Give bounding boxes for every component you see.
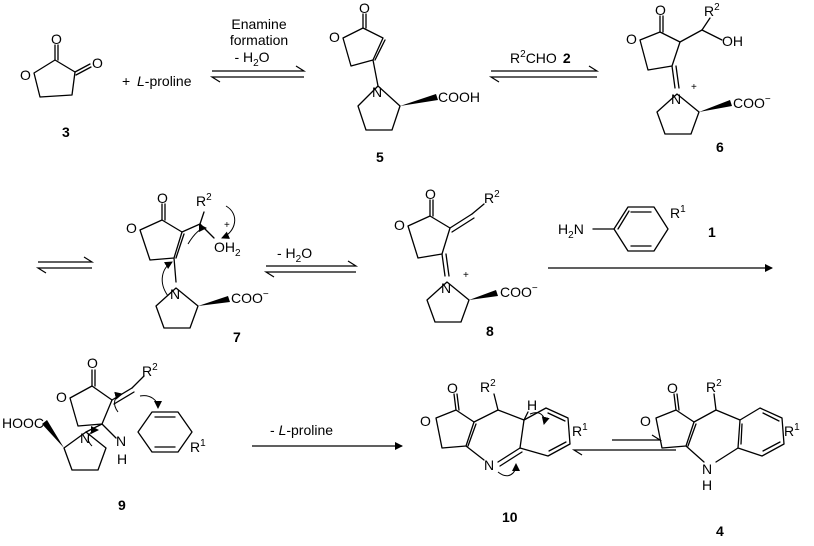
- charge-plus: +: [463, 270, 469, 281]
- group-cooh: COOH: [438, 89, 480, 105]
- step-label: - H2O: [277, 245, 312, 265]
- compound-label-9: 9: [118, 497, 126, 513]
- compound-7: O O R2 + OH2 N COO− 7: [126, 190, 269, 345]
- compound-5: O O N COOH 5: [329, 0, 480, 165]
- atom-o: O: [329, 29, 340, 45]
- atom-o: O: [640, 413, 651, 429]
- atom-o: O: [447, 380, 458, 396]
- atom-o: O: [87, 355, 98, 371]
- atom-n: N: [80, 430, 90, 446]
- atom-o: O: [425, 186, 436, 202]
- substituent-r1: R1: [190, 438, 206, 455]
- compound-label-4: 4: [716, 523, 724, 539]
- step-label: - L-proline: [270, 422, 333, 438]
- atom-n: N: [441, 280, 451, 296]
- plus-l-proline: + L-proline: [122, 73, 192, 89]
- compound-8: O O R2 N + COO− 8: [394, 186, 538, 339]
- group-h2n: H2N: [558, 221, 584, 241]
- atom-o: O: [157, 190, 168, 206]
- group-coo: COO−: [231, 289, 269, 306]
- atom-n: N: [372, 84, 382, 100]
- charge-plus: +: [224, 220, 230, 231]
- compound-6: O O R2 OH N + COO− 6: [626, 2, 771, 155]
- substituent-r2: R2: [142, 362, 158, 379]
- atom-n: N: [170, 286, 180, 302]
- group-nh-n: N: [702, 461, 712, 477]
- substituent-r1: R1: [670, 204, 686, 221]
- compound-label-8: 8: [486, 323, 494, 339]
- atom-o: O: [420, 413, 431, 429]
- compound-9: O O R2 HOOC N N H R1 9: [2, 355, 206, 513]
- reagent-aniline-1: H2N R1 1: [548, 204, 773, 272]
- group-hooc: HOOC: [2, 415, 44, 431]
- substituent-r2: R2: [480, 378, 496, 395]
- atom-n: N: [484, 457, 494, 473]
- compound-label-6: 6: [716, 139, 724, 155]
- atom-o: O: [655, 2, 666, 18]
- arrow-proline-release: - L-proline: [252, 422, 403, 450]
- group-nh-h: H: [702, 477, 712, 493]
- atom-o: O: [51, 31, 62, 47]
- substituent-r1: R1: [784, 422, 800, 439]
- step-label: Enamine: [231, 16, 286, 32]
- compound-label-10: 10: [502, 509, 518, 525]
- equilibrium-arrow-tautomer: [571, 434, 676, 456]
- compound-4: O O R2 N H R1 4: [640, 378, 800, 539]
- compound-label-1: 1: [708, 224, 716, 240]
- group-oh2: OH2: [214, 239, 241, 259]
- atom-o: O: [394, 217, 405, 233]
- atom-o: O: [92, 55, 103, 71]
- l-proline-label: L-proline: [137, 73, 192, 89]
- compound-label-7: 7: [233, 329, 241, 345]
- equilibrium-arrow-1: Enamine formation - H2O: [209, 16, 307, 83]
- substituent-r2: R2: [484, 189, 500, 206]
- atom-o: O: [667, 380, 678, 396]
- compound-label-5: 5: [376, 149, 384, 165]
- step-label: - H2O: [234, 49, 269, 69]
- compound-3: O O O 3: [20, 31, 103, 140]
- substituent-r1: R1: [572, 422, 588, 439]
- charge-plus: +: [691, 82, 697, 93]
- group-nh-n: N: [116, 433, 126, 449]
- atom-o: O: [126, 220, 137, 236]
- plus-sign: +: [122, 73, 130, 89]
- atom-n: N: [671, 91, 681, 107]
- compound-10: O O R2 H N R1 10: [420, 378, 588, 525]
- substituent-r2: R2: [196, 192, 212, 209]
- atom-h: H: [527, 397, 537, 413]
- compound-label-3: 3: [62, 124, 70, 140]
- substituent-r2: R2: [706, 378, 722, 395]
- group-coo: COO−: [733, 94, 771, 111]
- substituent-r2: R2: [704, 2, 720, 19]
- group-coo: COO−: [500, 283, 538, 300]
- step-label: formation: [230, 32, 288, 48]
- atom-o: O: [359, 0, 370, 16]
- atom-o: O: [56, 389, 67, 405]
- atom-o: O: [626, 31, 637, 47]
- group-oh: OH: [722, 33, 743, 49]
- equilibrium-arrow-dehydration: - H2O: [263, 245, 359, 278]
- equilibrium-arrow-left: [35, 256, 95, 274]
- atom-o: O: [20, 67, 31, 83]
- group-nh-h: H: [117, 451, 127, 467]
